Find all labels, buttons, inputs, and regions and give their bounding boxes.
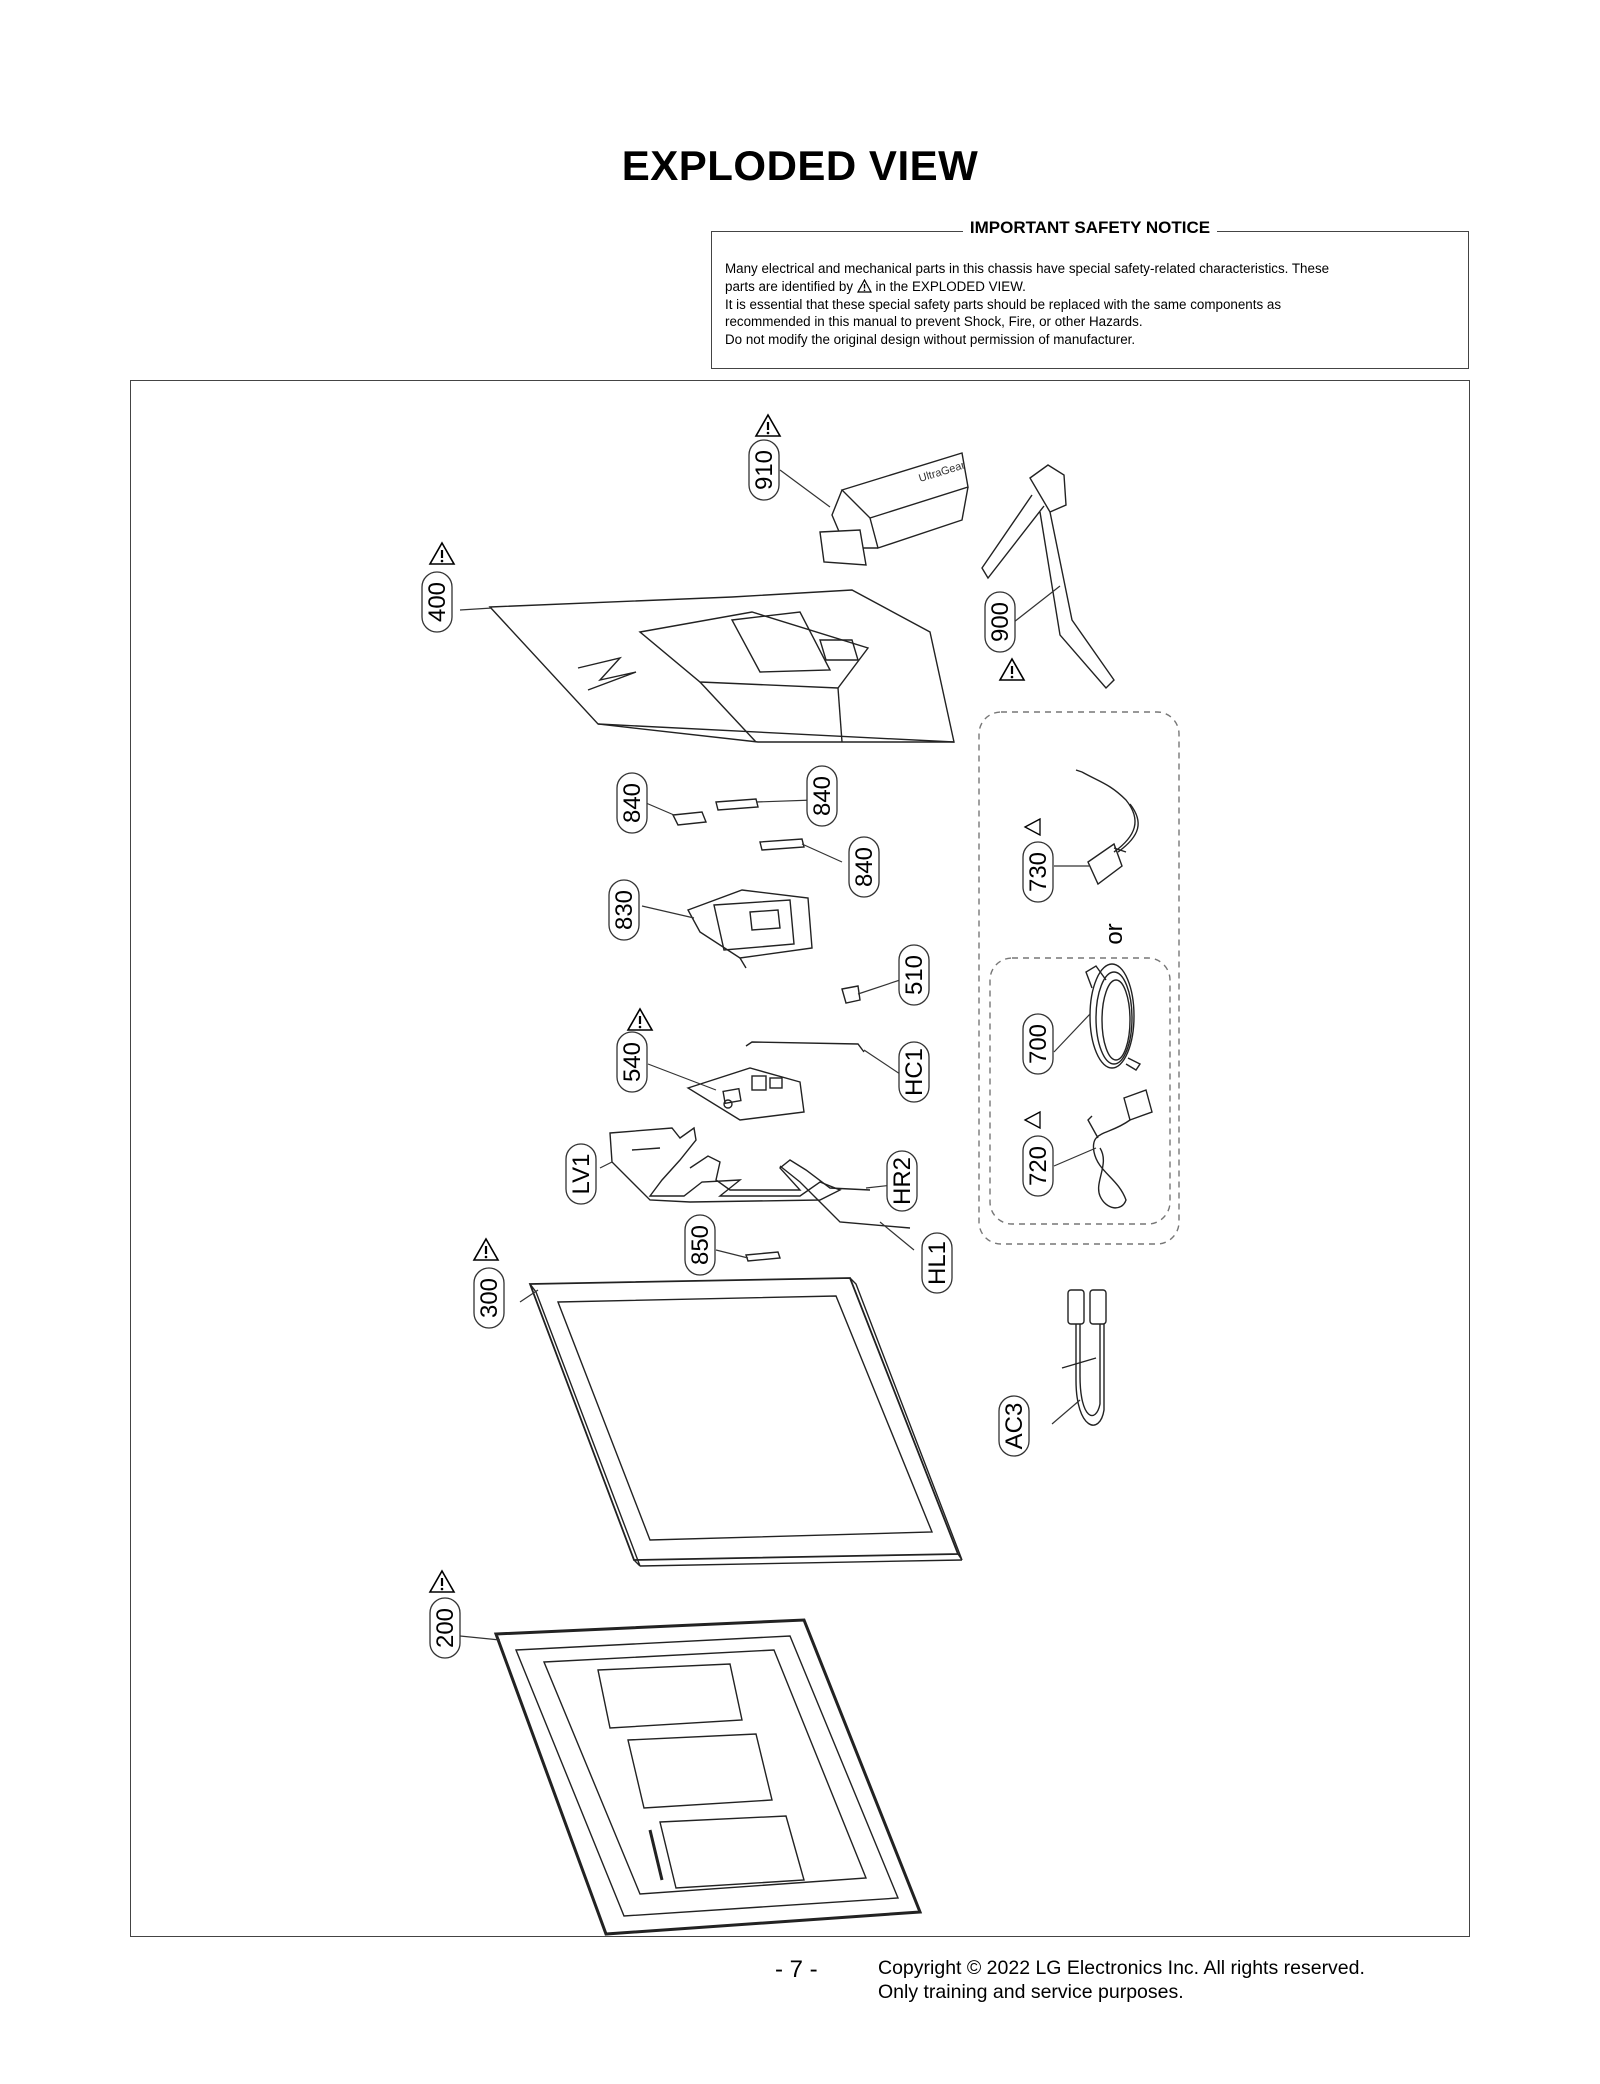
safety-notice-box: IMPORTANT SAFETY NOTICE Many electrical …: [711, 218, 1469, 369]
part-label-HL1: HL1: [921, 1232, 953, 1294]
safety-warning-icon: [856, 278, 872, 293]
accessory-enclosure-inner: [989, 957, 1171, 1225]
svg-text:HL1: HL1: [924, 1241, 951, 1285]
svg-text:HR2: HR2: [889, 1157, 916, 1205]
part-730-adapter: [1075, 769, 1139, 886]
part-LV1-shield: [609, 1126, 842, 1203]
notice-line: Many electrical and mechanical parts in …: [725, 261, 1330, 276]
svg-text:730: 730: [1025, 852, 1052, 892]
part-HL1-cable: [779, 1165, 911, 1229]
part-400-back-cover: [488, 589, 955, 743]
part-label-840: 840: [616, 772, 648, 834]
part-label-850: 850: [684, 1214, 716, 1276]
part-510: [841, 985, 861, 1004]
page-number: - 7 -: [775, 1956, 818, 1983]
part-900-stand-base: [981, 464, 1115, 690]
part-AC3-cable: [1061, 1289, 1107, 1426]
part-label-AC3: AC3: [998, 1395, 1030, 1457]
svg-text:LV1: LV1: [568, 1154, 595, 1195]
svg-text:700: 700: [1025, 1024, 1052, 1064]
part-label-300: 300: [473, 1267, 505, 1329]
part-label-540: 540: [616, 1031, 648, 1093]
part-720-adapter: [1087, 1089, 1153, 1209]
svg-text:300: 300: [476, 1278, 503, 1318]
svg-text:840: 840: [851, 847, 878, 887]
part-850-pad: [745, 1251, 781, 1262]
part-910-stand-neck: UltraGear: [819, 452, 969, 566]
part-540-main-board: [686, 1067, 805, 1121]
svg-text:830: 830: [611, 890, 638, 930]
svg-text:HC1: HC1: [901, 1048, 928, 1096]
part-830-bracket: [686, 889, 813, 969]
part-label-900: 900: [984, 591, 1016, 653]
svg-text:720: 720: [1025, 1146, 1052, 1186]
part-label-LV1: LV1: [565, 1143, 597, 1205]
warning-icon: [428, 1569, 456, 1594]
part-HR2-cable: [689, 1155, 871, 1191]
svg-text:400: 400: [424, 582, 451, 622]
warning-icon: [472, 1237, 500, 1262]
part-label-730: 730: [1022, 841, 1054, 903]
warning-icon: [754, 413, 782, 438]
page-title: EXPLODED VIEW: [621, 142, 979, 189]
svg-text:850: 850: [687, 1225, 714, 1265]
part-label-720: 720: [1022, 1135, 1054, 1197]
part-label-HC1: HC1: [898, 1041, 930, 1103]
leader-lines: [459, 469, 1097, 1641]
svg-text:900: 900: [987, 602, 1014, 642]
or-label: or: [1101, 923, 1128, 944]
safety-notice-heading: IMPORTANT SAFETY NOTICE: [962, 218, 1218, 237]
svg-text:510: 510: [901, 955, 928, 995]
notice-line: recommended in this manual to prevent Sh…: [725, 314, 1143, 330]
part-label-700: 700: [1022, 1013, 1054, 1075]
warning-icon: [1023, 1110, 1041, 1130]
part-label-510: 510: [898, 944, 930, 1006]
part-label-830: 830: [608, 879, 640, 941]
svg-text:200: 200: [432, 1608, 459, 1648]
warning-icon: [626, 1007, 654, 1032]
svg-text:540: 540: [619, 1042, 646, 1082]
part-label-200: 200: [429, 1597, 461, 1659]
notice-line: Do not modify the original design withou…: [725, 332, 1136, 348]
part-label-840: 840: [848, 836, 880, 898]
warning-icon: [1023, 817, 1041, 837]
notice-line: It is essential that these special safet…: [725, 296, 1282, 312]
svg-text:AC3: AC3: [1001, 1403, 1028, 1450]
warning-icon: [998, 657, 1026, 682]
part-label-HR2: HR2: [886, 1150, 918, 1212]
copyright-line: Only training and service purposes.: [878, 1981, 1184, 2003]
notice-line: parts are identified by in the EXPLODED …: [725, 278, 1026, 294]
svg-text:910: 910: [751, 450, 778, 490]
copyright-line: Copyright © 2022 LG Electronics Inc. All…: [878, 1957, 1365, 1979]
part-840-pads: [671, 798, 805, 851]
svg-text:840: 840: [619, 783, 646, 823]
part-HC1-cable: [745, 1041, 865, 1053]
exploded-view-frame: [130, 380, 1470, 1937]
accessory-enclosure-outer: [978, 711, 1180, 1245]
part-label-400: 400: [421, 571, 453, 633]
part-label-840: 840: [806, 765, 838, 827]
safety-notice-text: Many electrical and mechanical parts in …: [725, 260, 1455, 349]
svg-text:840: 840: [809, 776, 836, 816]
warning-icon: [428, 541, 456, 566]
part-300-middle-frame: [528, 1277, 963, 1567]
part-label-910: 910: [748, 439, 780, 501]
part-700-cable: [1085, 963, 1142, 1071]
part-200-lcd-module: [493, 1618, 923, 1936]
copyright-notice: Copyright © 2022 LG Electronics Inc. All…: [878, 1956, 1365, 2004]
